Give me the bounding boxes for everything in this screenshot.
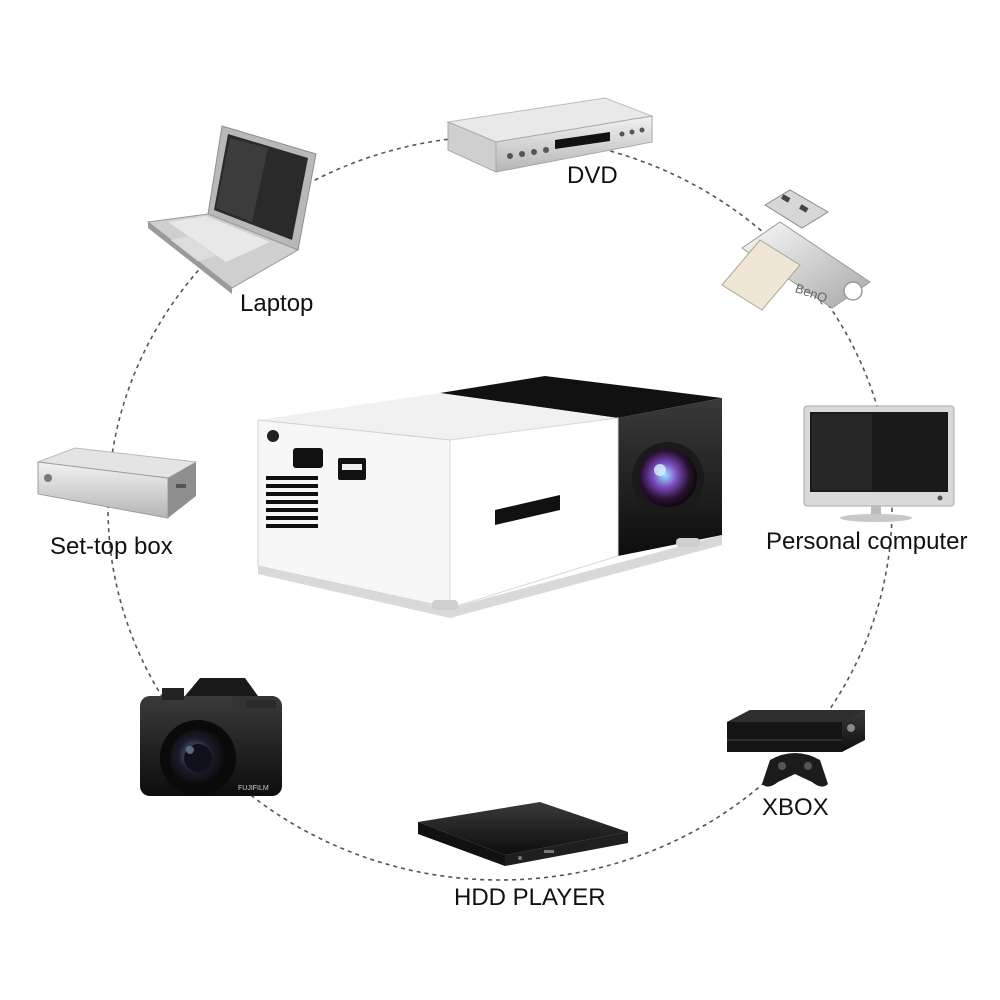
set-top-box-label: Set-top box [50, 533, 173, 560]
hdd-player-icon [418, 802, 628, 866]
monitor-icon [803, 405, 955, 522]
camera-icon: FUJIFILM [140, 678, 282, 796]
mini-projector-icon [257, 376, 722, 618]
xbox-console-icon [727, 710, 865, 752]
xbox-controller-icon [762, 753, 828, 787]
usb-flash-drive-icon: BenQ [721, 189, 871, 311]
xbox-label: XBOX [762, 794, 829, 821]
dvd-label: DVD [567, 162, 618, 189]
personal-computer-label: Personal computer [766, 528, 967, 555]
set-top-box-icon [37, 447, 198, 519]
connection-ring [107, 135, 893, 881]
laptop-icon [146, 125, 317, 294]
hdd-player-label: HDD PLAYER [454, 884, 606, 911]
camera-brand-text: FUJIFILM [238, 785, 269, 792]
dvd-player-icon [446, 97, 654, 173]
laptop-label: Laptop [240, 290, 313, 317]
